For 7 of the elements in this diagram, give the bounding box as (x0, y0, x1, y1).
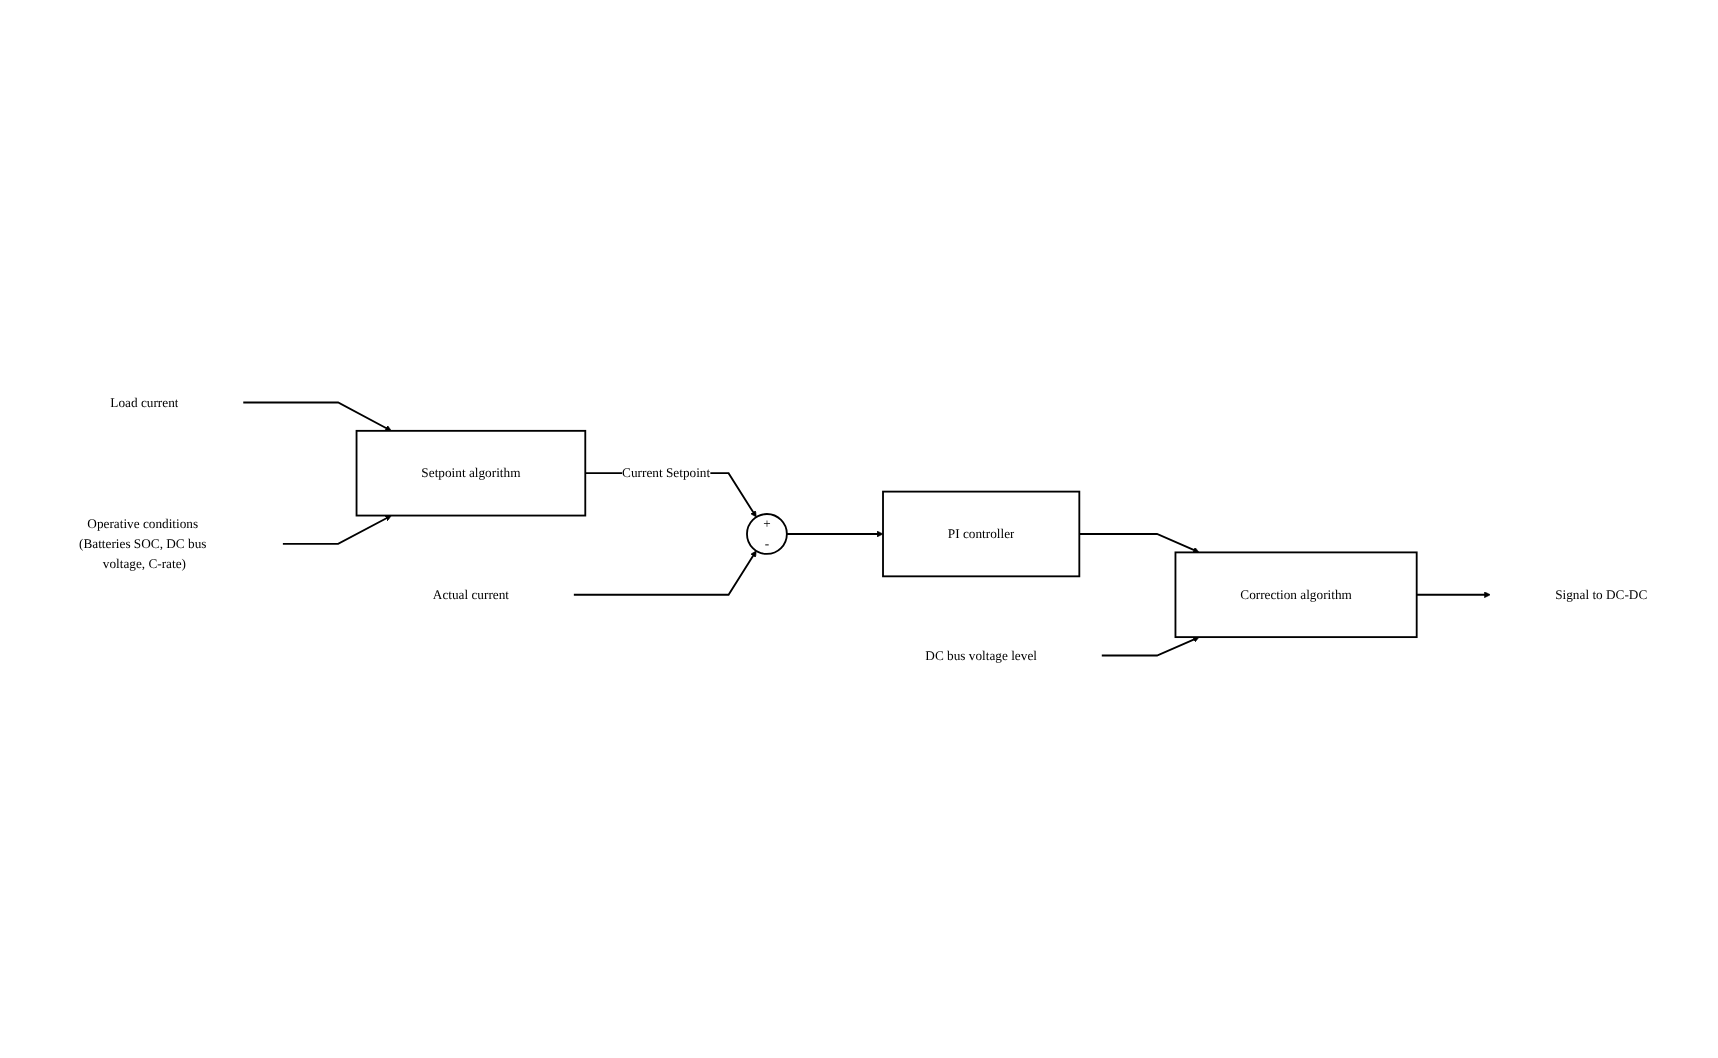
arrow (281, 515, 392, 545)
arrow (242, 401, 392, 432)
arrow (1415, 591, 1491, 598)
arrow (785, 530, 884, 538)
arrow (1100, 636, 1200, 657)
arrow (572, 550, 757, 596)
arrow (1078, 533, 1200, 553)
